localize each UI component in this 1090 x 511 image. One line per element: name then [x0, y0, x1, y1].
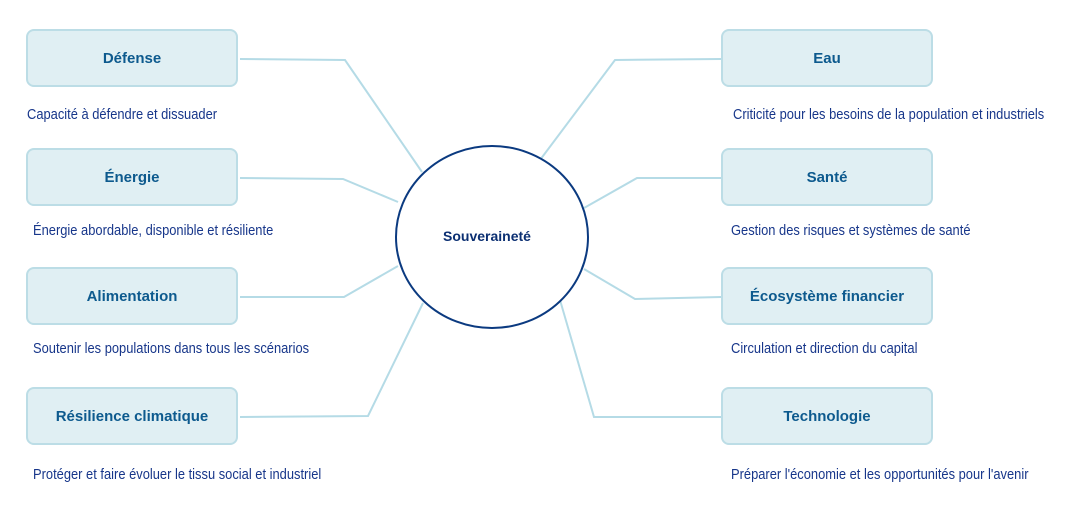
node-eau: Eau	[721, 29, 933, 87]
center-label: Souveraineté	[443, 228, 531, 244]
connector-resilience	[239, 302, 424, 418]
description-sante: Gestion des risques et systèmes de santé	[731, 222, 971, 239]
node-sante: Santé	[721, 148, 933, 206]
connector-eau	[539, 58, 722, 161]
connector-technologie	[559, 299, 721, 418]
node-resilience-climatique: Résilience climatique	[26, 387, 238, 445]
description-eau: Criticité pour les besoins de la populat…	[733, 106, 1045, 123]
node-alimentation: Alimentation	[26, 267, 238, 325]
connector-energie	[239, 177, 399, 203]
description-technologie: Préparer l'économie et les opportunités …	[731, 466, 1029, 483]
connector-ecosysteme	[583, 268, 722, 301]
connector-defense	[239, 58, 423, 173]
description-energie: Énergie abordable, disponible et résilie…	[33, 222, 274, 239]
node-energie: Énergie	[26, 148, 238, 206]
description-defense: Capacité à défendre et dissuader	[27, 106, 218, 123]
center-circle	[395, 145, 589, 329]
description-ecosysteme-financier: Circulation et direction du capital	[731, 340, 918, 357]
description-resilience-climatique: Protéger et faire évoluer le tissu socia…	[33, 466, 322, 483]
connector-alimentation	[240, 265, 399, 298]
node-ecosysteme-financier: Écosystème financier	[721, 267, 933, 325]
description-alimentation: Soutenir les populations dans tous les s…	[33, 340, 310, 357]
connector-sante	[583, 177, 721, 209]
node-technologie: Technologie	[721, 387, 933, 445]
node-defense: Défense	[26, 29, 238, 87]
